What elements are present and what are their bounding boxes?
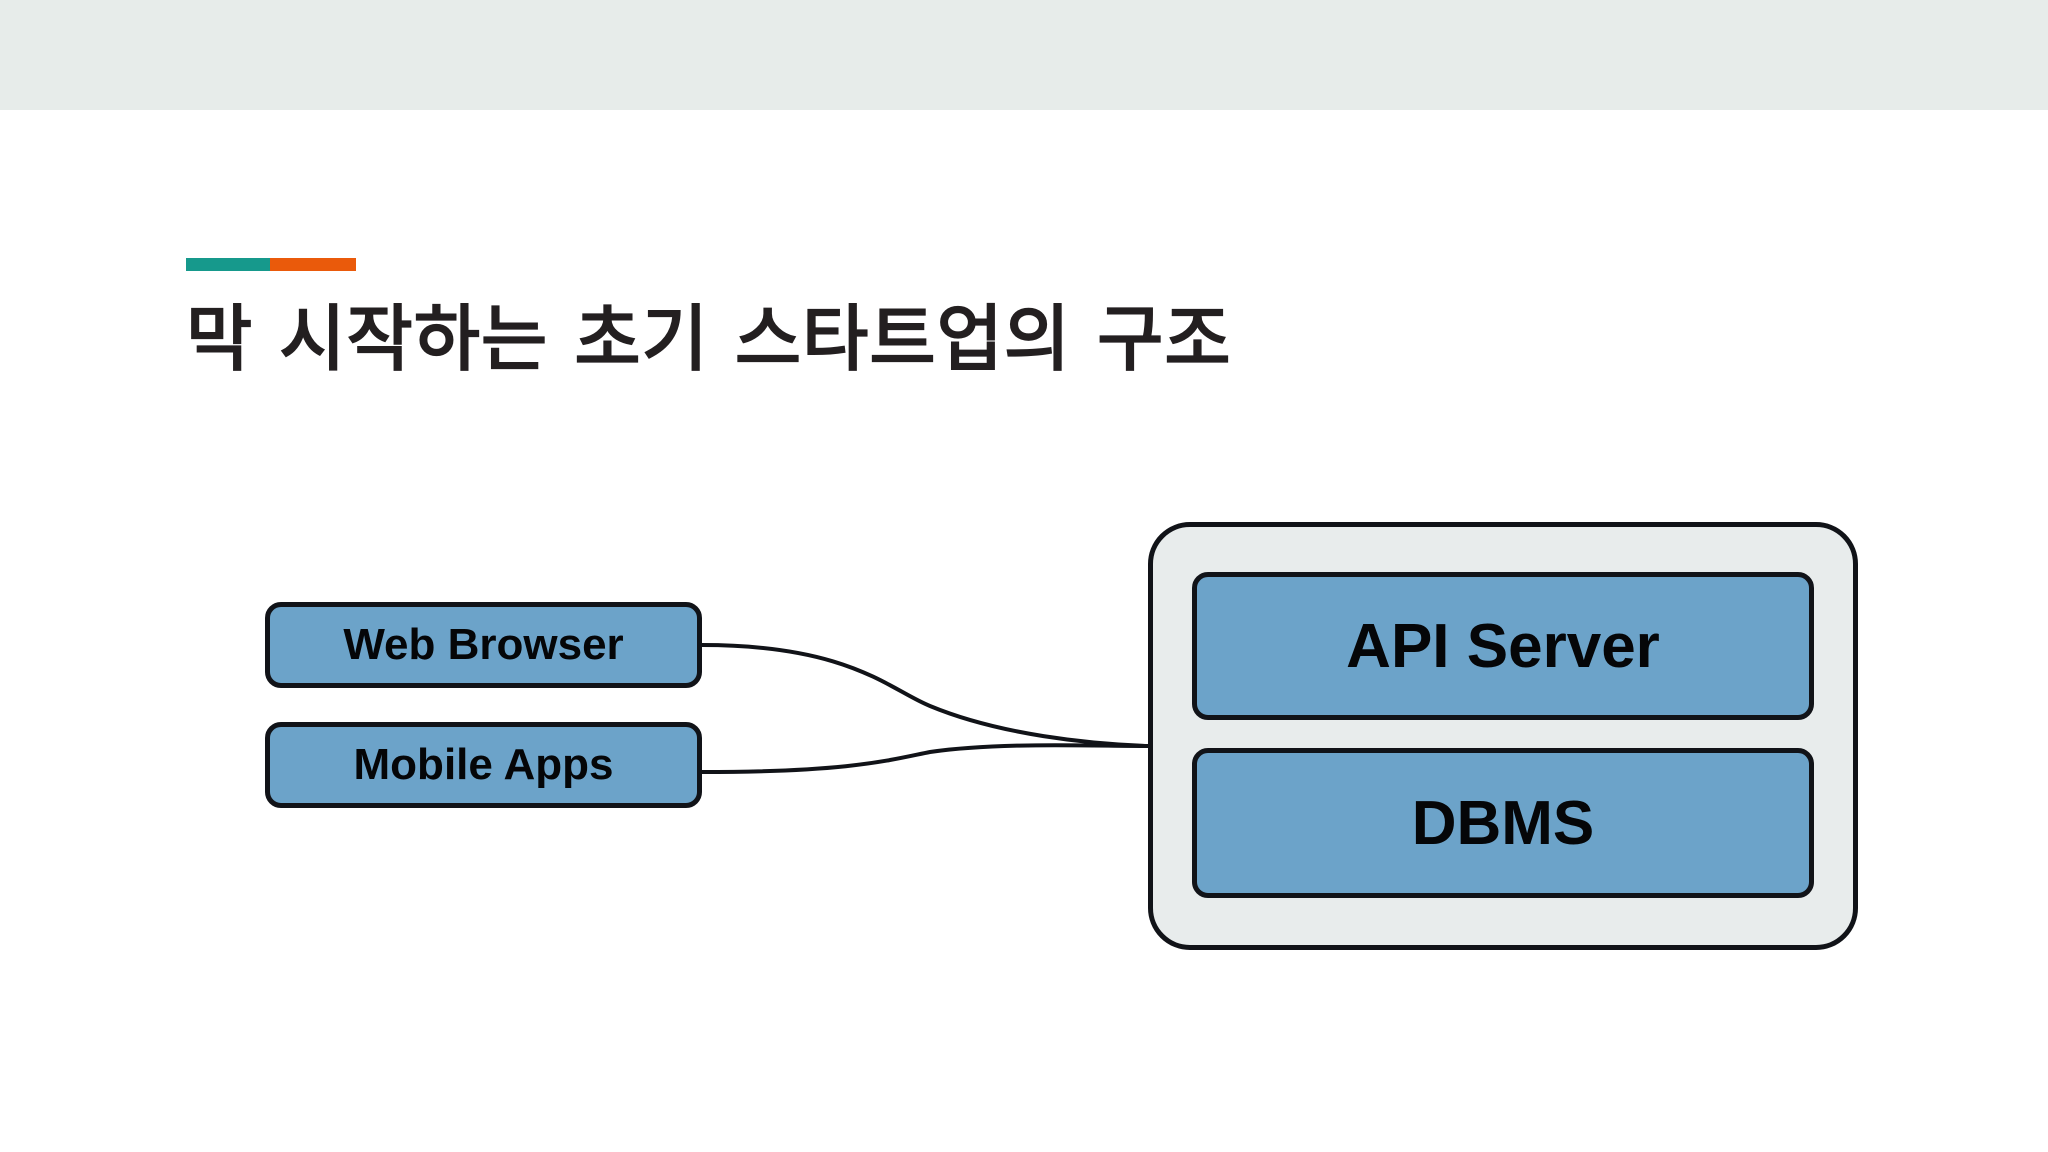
diagram-node-api-server[interactable]: API Server <box>1192 572 1814 720</box>
node-label: API Server <box>1346 611 1660 681</box>
diagram-node-web-browser[interactable]: Web Browser <box>265 602 702 688</box>
node-label: Mobile Apps <box>353 740 614 789</box>
node-label: Web Browser <box>343 620 624 669</box>
title-accent-bar <box>186 258 356 271</box>
page-title: 막 시작하는 초기 스타트업의 구조 <box>186 297 1232 381</box>
connector-mobile-apps <box>701 743 1149 774</box>
node-label: DBMS <box>1411 788 1595 858</box>
accent-segment-orange <box>270 258 356 271</box>
slide-top-band <box>0 0 2048 110</box>
diagram-node-mobile-apps[interactable]: Mobile Apps <box>265 722 702 808</box>
diagram-node-dbms[interactable]: DBMS <box>1192 748 1814 898</box>
accent-segment-teal <box>186 258 270 271</box>
title-block: 막 시작하는 초기 스타트업의 구조 <box>186 258 1686 380</box>
connector-web-browser <box>701 643 1149 748</box>
